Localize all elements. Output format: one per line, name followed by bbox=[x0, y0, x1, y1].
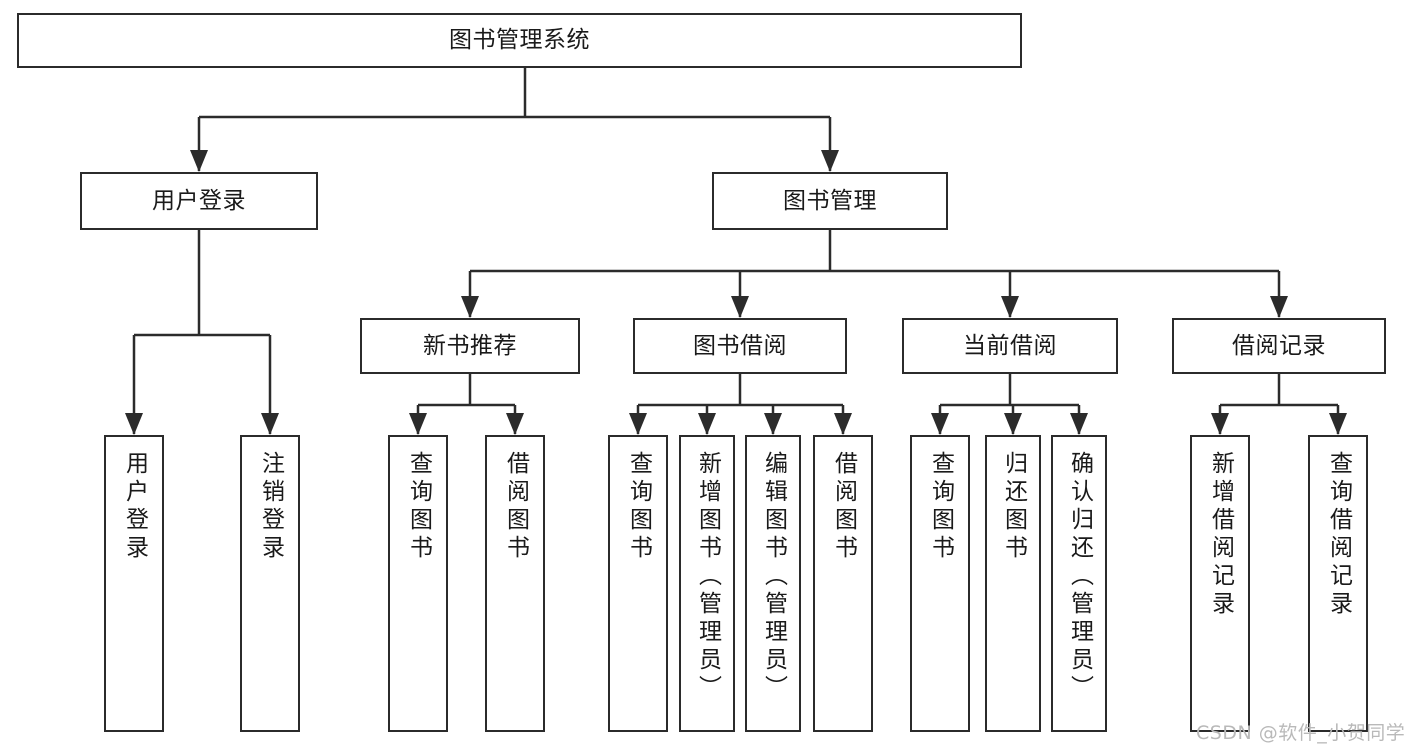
arrowhead-icon bbox=[1004, 413, 1022, 435]
arrowhead-icon bbox=[506, 413, 524, 435]
node-label: 查询借阅记录 bbox=[1325, 451, 1352, 619]
arrowhead-icon bbox=[834, 413, 852, 435]
node-book-borrow[interactable]: 图书借阅 bbox=[633, 318, 847, 374]
arrowhead-icon bbox=[1329, 413, 1347, 435]
node-label: 查询图书 bbox=[405, 451, 432, 563]
node-borrow-record[interactable]: 借阅记录 bbox=[1172, 318, 1386, 374]
node-label: 图书管理 bbox=[783, 187, 877, 214]
node-label: 图书管理系统 bbox=[449, 27, 590, 54]
node-label: 新增借阅记录 bbox=[1207, 451, 1234, 619]
node-label: 当前借阅 bbox=[963, 332, 1057, 359]
node-br-query[interactable]: 查询借阅记录 bbox=[1308, 435, 1368, 732]
node-ul-login[interactable]: 用户登录 bbox=[104, 435, 164, 732]
node-label: 归还图书 bbox=[1000, 451, 1027, 563]
node-new-book-rec[interactable]: 新书推荐 bbox=[360, 318, 580, 374]
node-label: 查询图书 bbox=[927, 451, 954, 563]
node-label: 新书推荐 bbox=[423, 332, 517, 359]
node-bb-edit[interactable]: 编辑图书（管理员） bbox=[745, 435, 801, 732]
arrowhead-icon bbox=[190, 150, 208, 172]
node-cb-return[interactable]: 归还图书 bbox=[985, 435, 1041, 732]
node-bb-add[interactable]: 新增图书（管理员） bbox=[679, 435, 735, 732]
node-label: 借阅记录 bbox=[1232, 332, 1326, 359]
node-ul-logout[interactable]: 注销登录 bbox=[240, 435, 300, 732]
node-user-login[interactable]: 用户登录 bbox=[80, 172, 318, 230]
node-label: 查询图书 bbox=[625, 451, 652, 563]
arrowhead-icon bbox=[821, 150, 839, 172]
node-cb-confirm[interactable]: 确认归还（管理员） bbox=[1051, 435, 1107, 732]
node-label: 借阅图书 bbox=[502, 451, 529, 563]
node-label: 用户登录 bbox=[152, 187, 246, 214]
arrowhead-icon bbox=[629, 413, 647, 435]
node-current-borrow[interactable]: 当前借阅 bbox=[902, 318, 1118, 374]
node-nbr-borrow[interactable]: 借阅图书 bbox=[485, 435, 545, 732]
node-label: 新增图书（管理员） bbox=[694, 451, 721, 703]
node-book-manage[interactable]: 图书管理 bbox=[712, 172, 948, 230]
arrowhead-icon bbox=[261, 413, 279, 435]
node-root[interactable]: 图书管理系统 bbox=[17, 13, 1022, 68]
arrowhead-icon bbox=[461, 296, 479, 318]
node-cb-query[interactable]: 查询图书 bbox=[910, 435, 970, 732]
arrowhead-icon bbox=[931, 413, 949, 435]
arrowhead-icon bbox=[1270, 296, 1288, 318]
node-bb-borrow[interactable]: 借阅图书 bbox=[813, 435, 873, 732]
arrowhead-icon bbox=[1001, 296, 1019, 318]
node-label: 图书借阅 bbox=[693, 332, 787, 359]
node-label: 注销登录 bbox=[257, 451, 284, 563]
csdn-watermark: CSDN @软件_小贺同学 bbox=[1196, 722, 1405, 744]
node-bb-query[interactable]: 查询图书 bbox=[608, 435, 668, 732]
node-label: 确认归还（管理员） bbox=[1066, 451, 1093, 703]
arrowhead-icon bbox=[698, 413, 716, 435]
arrowhead-icon bbox=[1070, 413, 1088, 435]
node-nbr-query[interactable]: 查询图书 bbox=[388, 435, 448, 732]
arrowhead-icon bbox=[1211, 413, 1229, 435]
node-br-add[interactable]: 新增借阅记录 bbox=[1190, 435, 1250, 732]
node-label: 用户登录 bbox=[121, 451, 148, 563]
arrowhead-icon bbox=[125, 413, 143, 435]
arrowhead-icon bbox=[764, 413, 782, 435]
arrowhead-icon bbox=[731, 296, 749, 318]
node-label: 借阅图书 bbox=[830, 451, 857, 563]
arrowhead-icon bbox=[409, 413, 427, 435]
node-label: 编辑图书（管理员） bbox=[760, 451, 787, 703]
